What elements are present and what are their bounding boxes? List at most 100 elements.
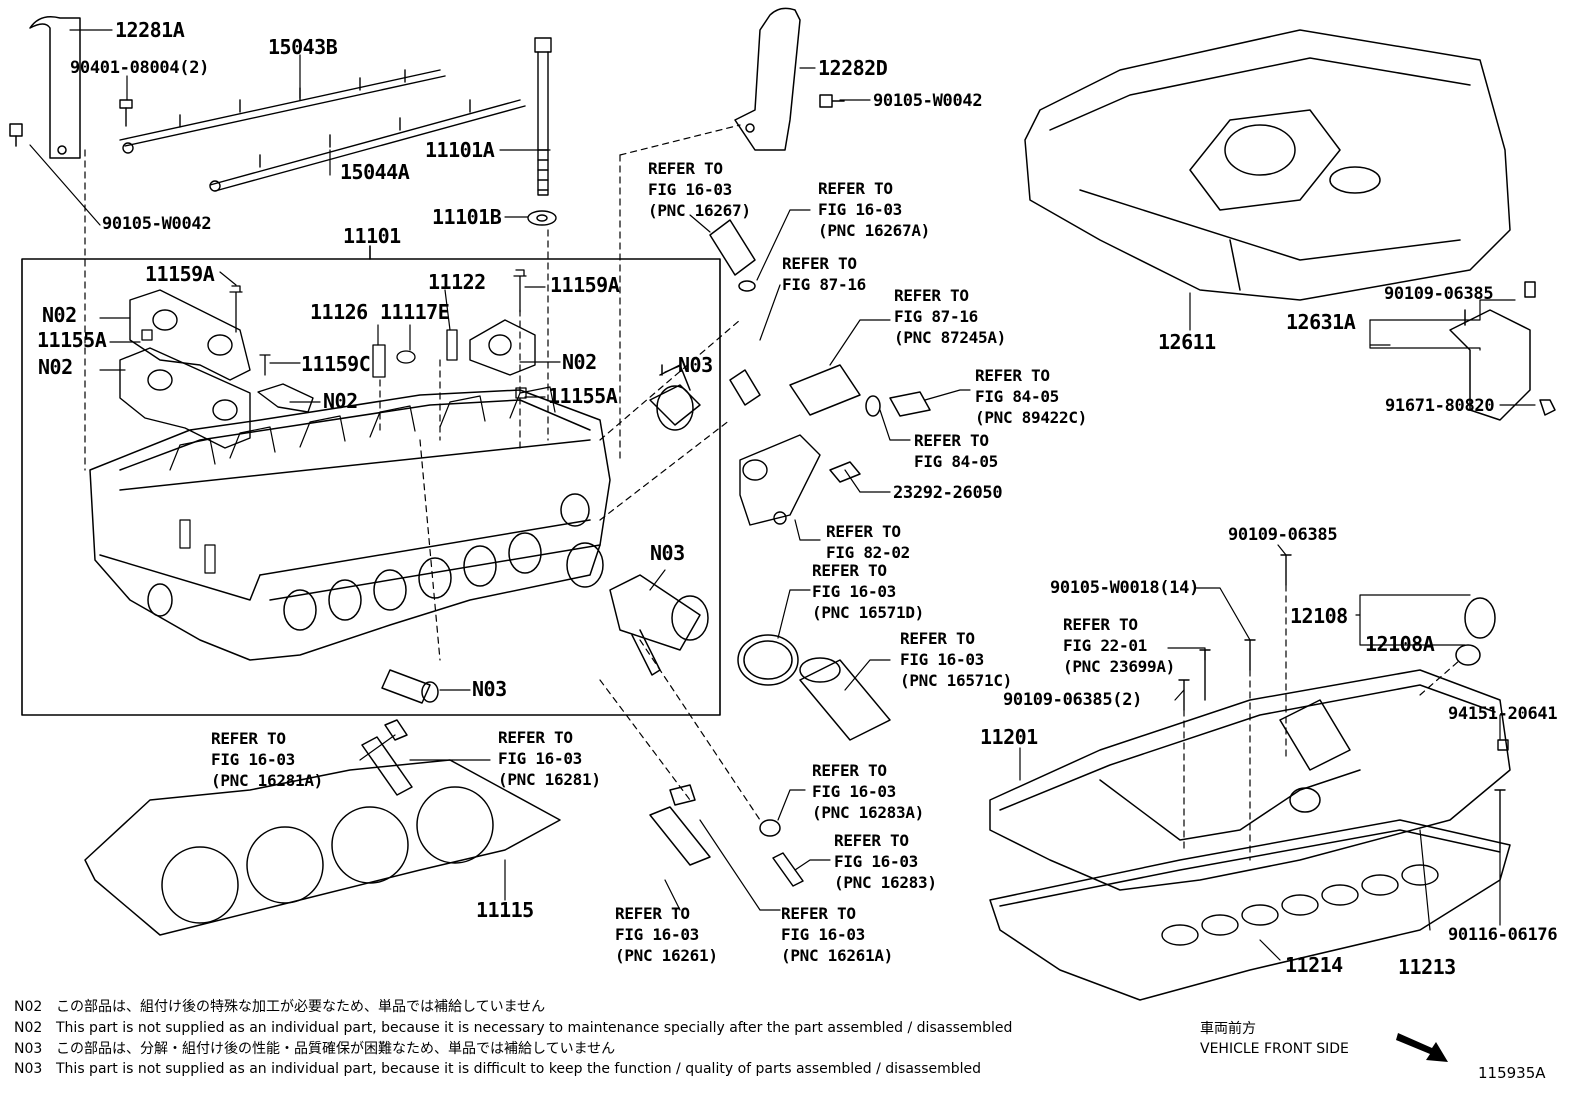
bearing-cap-upper <box>129 289 251 381</box>
valve-cover-studs <box>1178 554 1509 851</box>
note-n03-en: N03 This part is not supplied as an indiv… <box>14 1060 981 1078</box>
refer-16261A[interactable]: REFER TO FIG 16-03 (PNC 16261A) <box>781 904 893 965</box>
label-90105-W0042-right[interactable]: 90105-W0042 <box>873 91 983 111</box>
note-code: N03 <box>14 1061 43 1077</box>
label-11117E[interactable]: 11117E <box>380 300 450 324</box>
label-N02-3[interactable]: N02 <box>323 389 358 413</box>
label-11101[interactable]: 11101 <box>343 224 401 248</box>
label-N03-1[interactable]: N03 <box>678 353 713 377</box>
label-N03-3[interactable]: N03 <box>472 677 507 701</box>
note-n03-jp: N03 この部品は、分解・組付け後の性能・品質確保が困難なため、単品では補給してい… <box>14 1040 615 1058</box>
refer-16571C[interactable]: REFER TO FIG 16-03 (PNC 16571C) <box>900 629 1012 690</box>
label-11159C[interactable]: 11159C <box>301 352 371 376</box>
label-90105-W0042-left[interactable]: 90105-W0042 <box>102 214 212 234</box>
engine-cover <box>1024 29 1511 301</box>
refer-16571D[interactable]: REFER TO FIG 16-03 (PNC 16571D) <box>812 561 924 622</box>
refer-16281A[interactable]: REFER TO FIG 16-03 (PNC 16281A) <box>211 729 323 790</box>
label-12281A[interactable]: 12281A <box>115 18 185 42</box>
head-gasket <box>84 759 561 936</box>
note-text: This part is not supplied as an individu… <box>56 1020 1013 1036</box>
refer-87245A[interactable]: REFER TO FIG 87-16 (PNC 87245A) <box>894 286 1006 347</box>
label-90109-06385-top[interactable]: 90109-06385 <box>1384 284 1494 304</box>
refer-16283[interactable]: REFER TO FIG 16-03 (PNC 16283) <box>834 831 937 892</box>
refer-16267A[interactable]: REFER TO FIG 16-03 (PNC 16267A) <box>818 179 930 240</box>
label-11115[interactable]: 11115 <box>476 898 534 922</box>
hose-16261 <box>649 784 711 866</box>
water-pipe-n03 <box>609 574 709 676</box>
label-11201[interactable]: 11201 <box>980 725 1038 749</box>
refer-82-02[interactable]: REFER TO FIG 82-02 <box>826 522 910 562</box>
label-11214[interactable]: 11214 <box>1285 953 1343 977</box>
label-23292-26050[interactable]: 23292-26050 <box>893 483 1003 503</box>
label-N03-2[interactable]: N03 <box>650 541 685 565</box>
label-11213[interactable]: 11213 <box>1398 955 1456 979</box>
note-text: This part is not supplied as an individu… <box>56 1061 982 1077</box>
label-12631A[interactable]: 12631A <box>1286 310 1356 334</box>
spark-plug-tube-gasket <box>1161 864 1439 946</box>
vehicle-front-en: VEHICLE FRONT SIDE <box>1200 1041 1349 1057</box>
label-11159A-right[interactable]: 11159A <box>550 273 620 297</box>
hose-16281 <box>361 719 413 796</box>
label-11155A-left[interactable]: 11155A <box>37 328 107 352</box>
vehicle-front-arrow <box>1396 1033 1448 1062</box>
label-15043B[interactable]: 15043B <box>268 35 338 59</box>
refer-16261[interactable]: REFER TO FIG 16-03 (PNC 16261) <box>615 904 718 965</box>
oil-filler-cap <box>1455 597 1496 666</box>
label-12108A[interactable]: 12108A <box>1365 632 1435 656</box>
label-11101A[interactable]: 11101A <box>425 138 495 162</box>
connector-n03-lower <box>381 669 439 704</box>
hose-16571C <box>799 657 891 741</box>
label-91671-80820[interactable]: 91671-80820 <box>1385 396 1495 416</box>
bolt-90401 <box>119 99 133 127</box>
label-N02-1[interactable]: N02 <box>42 303 77 327</box>
refer-89422C[interactable]: REFER TO FIG 84-05 (PNC 89422C) <box>975 366 1087 427</box>
diagram-id: 115935A <box>1478 1064 1546 1082</box>
head-bolts-small <box>141 269 527 399</box>
label-12282D[interactable]: 12282D <box>818 56 888 80</box>
note-code: N02 <box>14 999 43 1015</box>
label-N02-4[interactable]: N02 <box>562 350 597 374</box>
note-code: N02 <box>14 1020 43 1036</box>
assembly-frame-11101 <box>21 258 721 716</box>
label-12611[interactable]: 12611 <box>1158 330 1216 354</box>
note-n02-en: N02 This part is not supplied as an indiv… <box>14 1019 1012 1037</box>
label-12108[interactable]: 12108 <box>1290 604 1348 628</box>
refer-16267[interactable]: REFER TO FIG 16-03 (PNC 16267) <box>648 159 751 220</box>
refer-23699A[interactable]: REFER TO FIG 22-01 (PNC 23699A) <box>1063 615 1175 676</box>
label-90116-06176[interactable]: 90116-06176 <box>1448 925 1558 945</box>
wire-harness <box>119 69 526 192</box>
label-N02-2[interactable]: N02 <box>38 355 73 379</box>
note-text: この部品は、組付け後の特殊な加工が必要なため、単品では補給していません <box>56 999 546 1015</box>
bracket-12282D <box>734 7 845 151</box>
clamp-16571D <box>737 634 799 686</box>
label-90109-06385-mid[interactable]: 90109-06385 <box>1228 525 1338 545</box>
label-11159A-left[interactable]: 11159A <box>145 262 215 286</box>
label-11126[interactable]: 11126 <box>310 300 368 324</box>
hoses <box>709 219 931 483</box>
label-11101B[interactable]: 11101B <box>432 205 502 229</box>
label-11122[interactable]: 11122 <box>428 270 486 294</box>
bearing-cap-right <box>469 319 536 376</box>
note-n02-jp: N02 この部品は、組付け後の特殊な加工が必要なため、単品では補給していません <box>14 998 545 1016</box>
cylinder-head <box>89 386 611 661</box>
leader-lines <box>29 29 1536 961</box>
clamp-16283A <box>759 819 781 837</box>
hose-16283 <box>772 852 804 887</box>
label-11155A-right[interactable]: 11155A <box>548 384 618 408</box>
note-text: この部品は、分解・組付け後の性能・品質確保が困難なため、単品では補給していません <box>56 1041 616 1057</box>
refer-84-05[interactable]: REFER TO FIG 84-05 <box>914 431 998 471</box>
vehicle-front-jp: 車両前方 <box>1200 1021 1256 1037</box>
label-94151-20641[interactable]: 94151-20641 <box>1448 704 1558 724</box>
bracket-12281A <box>9 16 81 159</box>
label-15044A[interactable]: 15044A <box>340 160 410 184</box>
refer-16281[interactable]: REFER TO FIG 16-03 (PNC 16281) <box>498 728 601 789</box>
label-90401-08004[interactable]: 90401-08004(2) <box>70 58 210 78</box>
label-90109-06385-2[interactable]: 90109-06385(2) <box>1003 690 1143 710</box>
valve-cover <box>989 669 1511 891</box>
valve-cover-gasket <box>989 819 1511 1001</box>
note-code: N03 <box>14 1041 43 1057</box>
refer-87-16[interactable]: REFER TO FIG 87-16 <box>782 254 866 294</box>
label-90105-W0018[interactable]: 90105-W0018(14) <box>1050 578 1200 598</box>
refer-16283A[interactable]: REFER TO FIG 16-03 (PNC 16283A) <box>812 761 924 822</box>
